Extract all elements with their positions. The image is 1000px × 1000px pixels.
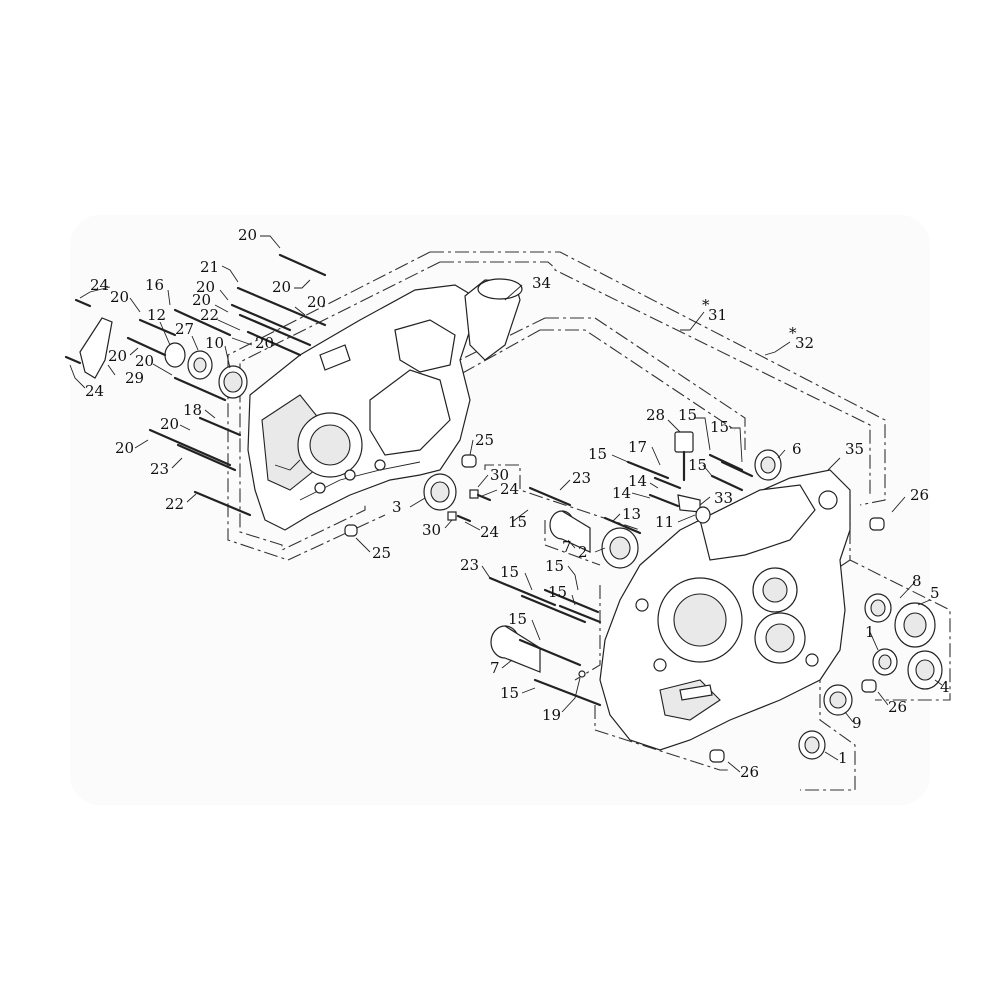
label-12: 12 — [147, 306, 166, 324]
label-20: 20 — [196, 278, 215, 296]
label-16: 16 — [145, 276, 164, 294]
label-20: 20 — [255, 334, 274, 352]
label-6: 6 — [792, 440, 802, 458]
bearing-2 — [601, 527, 639, 569]
label-32-asterisk: * — [789, 324, 797, 342]
label-26: 26 — [740, 763, 759, 781]
label-5: 5 — [930, 584, 940, 602]
bearing-4 — [907, 650, 943, 690]
left-crankcase-half — [247, 278, 523, 531]
label-26: 26 — [910, 486, 929, 504]
bushing-7-lower — [490, 625, 541, 673]
label-18: 18 — [183, 401, 202, 419]
label-20: 20 — [135, 352, 154, 370]
label-25: 25 — [372, 544, 391, 562]
label-14: 14 — [628, 472, 647, 490]
label-7: 7 — [490, 659, 500, 677]
label-28: 28 — [646, 406, 665, 424]
label-25: 25 — [475, 431, 494, 449]
bearing-1-lower — [798, 730, 826, 760]
label-20: 20 — [115, 439, 134, 457]
label-31-asterisk: * — [702, 296, 710, 314]
label-34: 34 — [532, 274, 551, 292]
label-23: 23 — [150, 460, 169, 478]
label-33: 33 — [714, 489, 733, 507]
label-15: 15 — [548, 583, 567, 601]
right-crankcase-half — [599, 469, 851, 751]
label-15: 15 — [688, 456, 707, 474]
bolts — [64, 253, 754, 707]
label-32: 32 — [795, 334, 814, 352]
label-15: 15 — [678, 406, 697, 424]
label-30: 30 — [490, 466, 509, 484]
leader-lines — [69, 235, 943, 773]
sensor-28 — [674, 431, 711, 524]
bearing-3 — [423, 473, 457, 511]
label-8: 8 — [912, 572, 922, 590]
label-1: 1 — [865, 623, 875, 641]
label-15: 15 — [500, 563, 519, 581]
bearing-5 — [894, 602, 936, 648]
label-24: 24 — [500, 480, 519, 498]
label-20: 20 — [272, 278, 291, 296]
label-31: 31 — [708, 306, 727, 324]
dowel-pins — [344, 454, 885, 763]
label-30: 30 — [422, 521, 441, 539]
label-9: 9 — [852, 714, 862, 732]
label-26: 26 — [888, 698, 907, 716]
label-24: 24 — [90, 276, 109, 294]
label-2: 2 — [578, 543, 588, 561]
label-19: 19 — [542, 706, 561, 724]
label-10: 10 — [205, 334, 224, 352]
label-35: 35 — [845, 440, 864, 458]
label-15: 15 — [508, 513, 527, 531]
seal-12-10 — [164, 342, 248, 399]
label-7: 7 — [562, 538, 572, 556]
label-15: 15 — [710, 418, 729, 436]
label-20: 20 — [192, 291, 211, 309]
label-17: 17 — [628, 438, 647, 456]
assembly-outline-31 — [239, 261, 871, 551]
label-3: 3 — [392, 498, 402, 516]
label-15: 15 — [545, 557, 564, 575]
label-4: 4 — [940, 678, 950, 696]
label-11: 11 — [655, 513, 674, 531]
assembly-outline-32 — [227, 251, 886, 561]
label-20: 20 — [110, 288, 129, 306]
label-27: 27 — [175, 320, 194, 338]
label-21: 21 — [200, 258, 219, 276]
label-29: 29 — [125, 369, 144, 387]
label-23: 23 — [460, 556, 479, 574]
cover-plate-29 — [79, 317, 113, 379]
label-20: 20 — [307, 293, 326, 311]
label-24: 24 — [85, 382, 104, 400]
seal-8 — [864, 593, 892, 623]
seal-9 — [823, 684, 853, 716]
label-1: 1 — [838, 749, 848, 767]
label-15: 15 — [588, 445, 607, 463]
label-14: 14 — [612, 484, 631, 502]
label-23: 23 — [572, 469, 591, 487]
label-20: 20 — [160, 415, 179, 433]
label-22: 22 — [200, 306, 219, 324]
label-24: 24 — [480, 523, 499, 541]
part-labels: 20 21 20 20 20 20 22 20 16 24 20 12 27 1… — [85, 226, 950, 781]
label-13: 13 — [622, 505, 641, 523]
label-20: 20 — [238, 226, 257, 244]
label-15: 15 — [500, 684, 519, 702]
label-20: 20 — [108, 347, 127, 365]
bushing-6 — [754, 449, 782, 481]
label-22: 22 — [165, 495, 184, 513]
bearing-1-upper — [872, 648, 898, 676]
label-15: 15 — [508, 610, 527, 628]
